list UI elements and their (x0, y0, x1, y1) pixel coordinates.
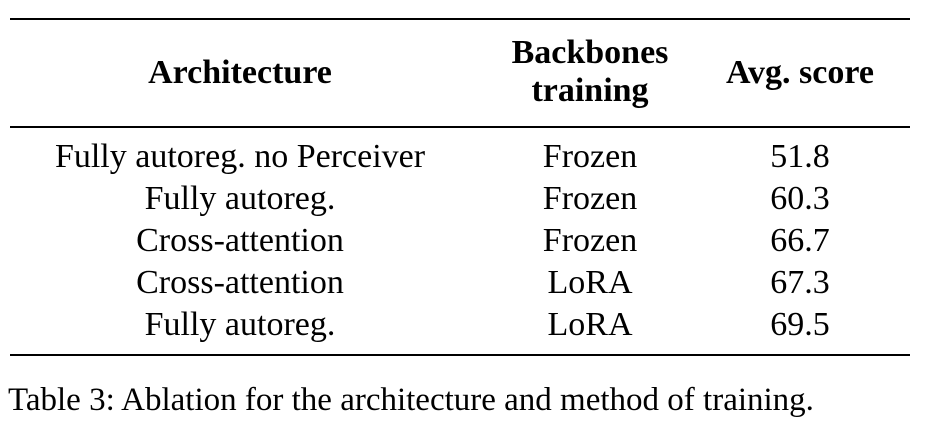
header-avg-score: Avg. score (726, 54, 874, 91)
header-backbones-line1: Backbones (511, 34, 669, 71)
cell-score: 66.7 (770, 222, 830, 259)
cell-architecture: Fully autoreg. no Perceiver (54, 138, 426, 175)
header-backbones-training: Backbones training (470, 34, 710, 110)
table-bottom-rule (10, 354, 910, 356)
cell-backbones: Frozen (542, 222, 638, 259)
cell-architecture: Fully autoreg. (144, 306, 336, 343)
table-top-rule (10, 18, 910, 20)
table-caption: Table 3: Ablation for the architecture a… (8, 382, 814, 418)
table-row: Cross-attention LoRA 67.3 (0, 262, 944, 304)
cell-score: 51.8 (770, 138, 830, 175)
cell-architecture: Fully autoreg. (144, 180, 336, 217)
header-architecture: Architecture (148, 54, 332, 91)
cell-backbones: Frozen (542, 180, 638, 217)
header-backbones-line2: training (531, 72, 649, 109)
table-row: Fully autoreg. no Perceiver Frozen 51.8 (0, 136, 944, 178)
cell-score: 69.5 (770, 306, 830, 343)
table-row: Fully autoreg. LoRA 69.5 (0, 304, 944, 346)
cell-backbones: LoRA (547, 306, 633, 343)
table-row: Fully autoreg. Frozen 60.3 (0, 178, 944, 220)
table-row: Cross-attention Frozen 66.7 (0, 220, 944, 262)
cell-architecture: Cross-attention (136, 222, 344, 259)
cell-architecture: Cross-attention (136, 264, 344, 301)
cell-score: 60.3 (770, 180, 830, 217)
cell-score: 67.3 (770, 264, 830, 301)
table-header-rule (10, 126, 910, 128)
cell-backbones: Frozen (542, 138, 638, 175)
cell-backbones: LoRA (547, 264, 633, 301)
